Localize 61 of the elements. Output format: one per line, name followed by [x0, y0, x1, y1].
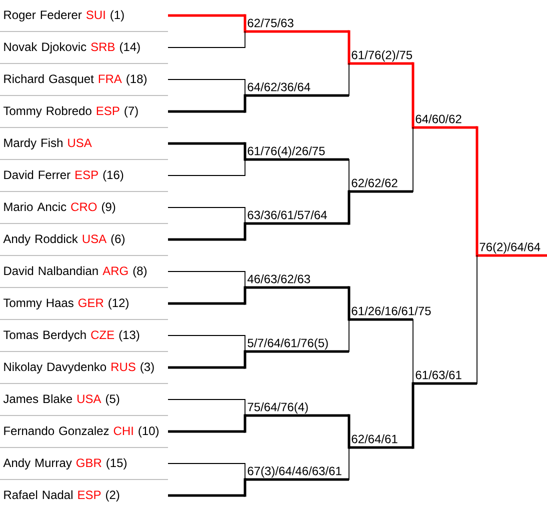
player-entry: James Blake USA (5)	[0, 394, 246, 416]
bracket-line	[476, 255, 478, 384]
bracket-line	[244, 350, 246, 369]
bracket-line	[244, 31, 246, 48]
player-entry: Rafael Nadal ESP (2)	[4, 490, 245, 502]
player-entry: Tommy Robredo ESP (7)	[0, 106, 245, 128]
bracket-line	[412, 62, 414, 129]
bracket-line	[348, 159, 350, 192]
score-line: 62/62/62	[349, 178, 413, 193]
player-entry: David Ferrer ESP (16)	[0, 170, 246, 192]
bracket-line	[244, 142, 246, 161]
score-line: 61/63/61	[413, 370, 477, 385]
bracket-line	[244, 222, 246, 241]
bracket-line	[348, 414, 350, 449]
score-line: 67(3)/64/46/63/61	[245, 466, 349, 481]
player-entry: Nikolay Davydenko RUS (3)	[0, 362, 245, 384]
bracket-line	[244, 478, 246, 497]
score-line: 75/64/76(4)	[245, 402, 349, 417]
player-entry: Tommy Haas GER (12)	[0, 298, 245, 320]
bracket-line	[244, 94, 246, 113]
score-line: 61/76(4)/26/75	[245, 146, 349, 161]
score-line: 62/64/61	[349, 434, 413, 449]
bracket-line	[412, 382, 414, 449]
bracket-line	[244, 79, 246, 96]
player-entry: Andy Roddick USA (6)	[0, 234, 245, 256]
score-line: 46/63/62/63	[245, 274, 349, 289]
bracket-line	[244, 414, 246, 433]
score-line: 61/26/16/61/75	[349, 306, 431, 321]
bracket-line	[348, 190, 350, 225]
player-entry: Novak Djokovic SRB (14)	[0, 42, 246, 64]
bracket-line	[412, 319, 414, 384]
bracket-line	[244, 14, 246, 33]
score-line: 76(2)/64/64	[477, 242, 547, 257]
player-entry: Tomas Berdych CZE (13)	[0, 330, 246, 352]
bracket-line	[244, 159, 246, 176]
bracket-line	[244, 286, 246, 305]
score-line: 63/36/61/57/64	[245, 210, 349, 225]
bracket-line	[476, 126, 478, 257]
bracket-line	[412, 127, 414, 192]
score-line: 64/62/36/64	[245, 82, 349, 97]
player-entry: Mario Ancic CRO (9)	[0, 202, 246, 224]
score-line: 61/76(2)/75	[349, 50, 413, 65]
bracket-line	[348, 63, 350, 96]
score-line: 5/7/64/61/76(5)	[245, 338, 349, 353]
player-entry: David Nalbandian ARG (8)	[0, 266, 246, 288]
bracket-line	[244, 463, 246, 480]
bracket-line	[244, 271, 246, 288]
bracket-line	[348, 30, 350, 65]
bracket-line	[348, 319, 350, 352]
player-entry: Roger Federer SUI (1)	[0, 10, 245, 32]
player-entry: Richard Gasquet FRA (18)	[0, 74, 246, 96]
bracket-line	[244, 207, 246, 224]
player-entry: Andy Murray GBR (15)	[0, 458, 246, 480]
score-line: 62/75/63	[245, 18, 349, 33]
bracket-line	[244, 399, 246, 416]
player-entry: Mardy Fish USA	[0, 138, 245, 160]
bracket-line	[348, 286, 350, 321]
bracket-line	[348, 447, 350, 480]
bracket-line	[244, 335, 246, 352]
score-line: 64/60/62	[413, 114, 477, 129]
player-entry: Fernando Gonzalez CHI (10)	[0, 426, 245, 448]
